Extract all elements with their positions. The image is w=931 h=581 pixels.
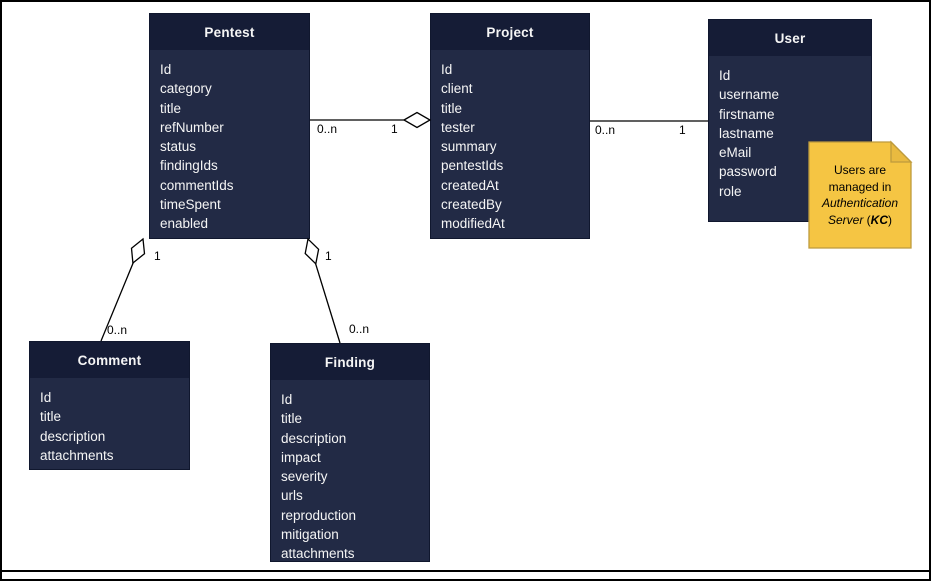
field: createdAt <box>441 177 499 193</box>
field: lastname <box>719 125 774 141</box>
multiplicity-pentest-comment-target: 0..n <box>107 323 128 337</box>
entity-user-title: User <box>709 20 871 56</box>
field: Id <box>719 68 731 83</box>
field: summary <box>441 139 497 155</box>
field: reproduction <box>281 507 357 523</box>
entity-user[interactable]: User Id username firstname lastname eMai… <box>708 19 872 222</box>
field: pentestIds <box>441 158 504 174</box>
field: attachments <box>40 447 114 463</box>
field: findingIds <box>160 158 218 174</box>
field: username <box>719 87 780 103</box>
field: eMail <box>719 145 752 161</box>
entity-project[interactable]: Project Id client title tester summary p… <box>430 13 590 239</box>
multiplicity-pentest-project-source: 0..n <box>317 122 338 136</box>
field: commentIds <box>160 177 234 193</box>
entity-comment-fields: Id title description attachments <box>30 378 189 465</box>
entity-finding-fields: Id title description impact severity url… <box>271 380 429 562</box>
field: Id <box>281 392 293 407</box>
field: client <box>441 81 473 97</box>
field: modifiedAt <box>441 216 505 232</box>
multiplicity-pentest-comment-source: 1 <box>154 249 161 263</box>
field: timeSpent <box>160 197 221 213</box>
entity-finding-title: Finding <box>271 344 429 380</box>
field: tester <box>441 119 475 135</box>
field: enabled <box>160 216 209 232</box>
entity-pentest[interactable]: Pentest Id category title refNumber stat… <box>149 13 310 239</box>
field: Id <box>40 390 52 405</box>
entity-comment[interactable]: Comment Id title description attachments <box>29 341 190 470</box>
aggregation-diamond-pentest-finding[interactable] <box>304 237 320 266</box>
multiplicity-pentest-project-target: 1 <box>391 122 398 136</box>
field: attachments <box>281 546 355 562</box>
field: mitigation <box>281 527 339 543</box>
entity-pentest-fields: Id category title refNumber status findi… <box>150 50 309 234</box>
field: title <box>441 100 463 116</box>
field: firstname <box>719 106 775 122</box>
field: password <box>719 164 777 180</box>
field: title <box>40 409 62 425</box>
field: Id <box>160 62 172 77</box>
field: description <box>281 430 347 446</box>
field: title <box>281 411 303 427</box>
entity-project-title: Project <box>431 14 589 50</box>
canvas-page-edge <box>0 570 931 572</box>
multiplicity-project-user-source: 0..n <box>595 123 616 137</box>
field: severity <box>281 469 328 485</box>
entity-pentest-title: Pentest <box>150 14 309 50</box>
aggregation-diamond-project[interactable] <box>402 111 432 129</box>
sticky-note-fold-icon <box>890 140 913 163</box>
field: Id <box>441 62 453 77</box>
entity-project-fields: Id client title tester summary pentestId… <box>431 50 589 234</box>
entity-comment-title: Comment <box>30 342 189 378</box>
entity-finding[interactable]: Finding Id title description impact seve… <box>270 343 430 562</box>
entity-user-fields: Id username firstname lastname eMail pas… <box>709 56 871 201</box>
aggregation-diamond-pentest-comment[interactable] <box>130 237 146 265</box>
field: description <box>40 428 106 444</box>
field: createdBy <box>441 197 502 213</box>
field: refNumber <box>160 119 224 135</box>
field: title <box>160 100 182 116</box>
field: role <box>719 183 742 199</box>
multiplicity-pentest-finding-source: 1 <box>325 249 332 263</box>
field: impact <box>281 449 321 465</box>
multiplicity-project-user-target: 1 <box>679 123 686 137</box>
multiplicity-pentest-finding-target: 0..n <box>349 322 370 336</box>
field: category <box>160 81 212 97</box>
edge-pentest-finding[interactable] <box>307 238 341 344</box>
field: status <box>160 139 197 155</box>
field: urls <box>281 488 303 504</box>
